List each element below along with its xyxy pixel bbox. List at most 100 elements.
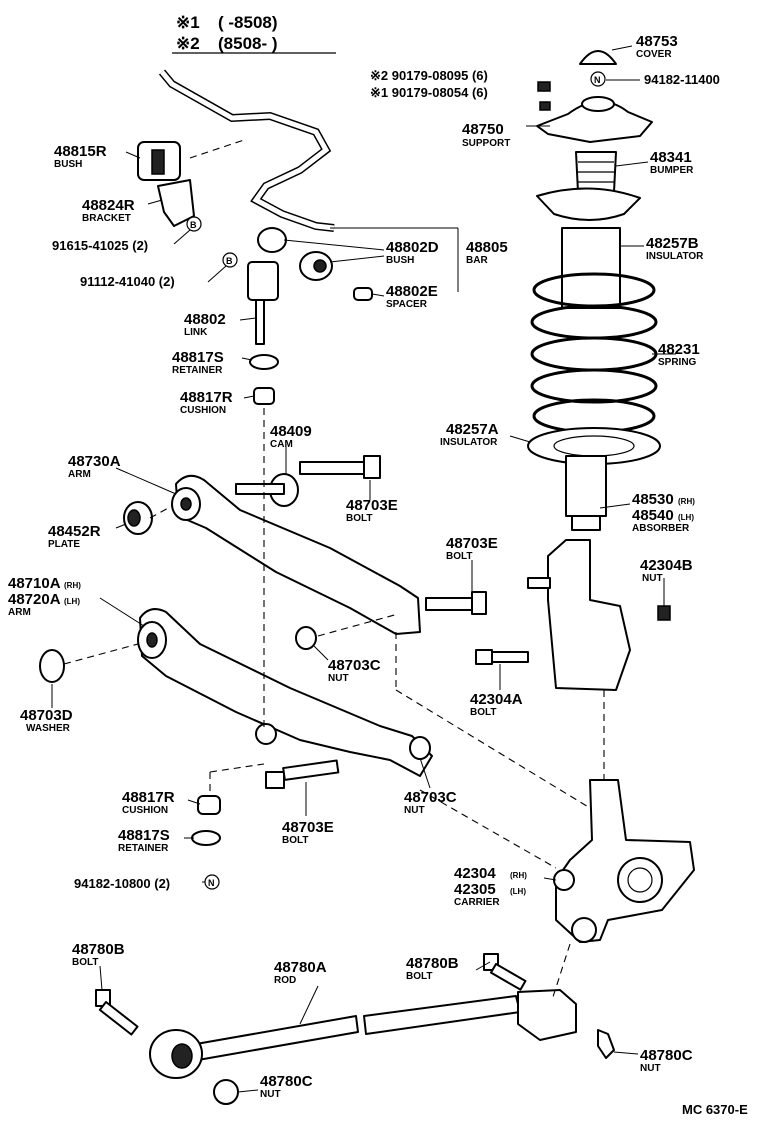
label-cover-name: COVER [636,49,672,60]
label-support-name: SUPPORT [462,138,510,149]
label-nut-48703c-b-name: NUT [404,805,425,816]
label-absorber-name: ABSORBER [632,523,690,534]
ref-94182-11400: 94182-11400 [644,72,720,87]
bolt-48780b-right-shank [489,963,527,991]
label-support-number: 48750 [462,121,504,138]
ref-91615-41025: 91615-41025 (2) [52,238,148,253]
label-carrier-suffix: (RH) [510,871,527,880]
bolt-42304a-shank [491,651,529,663]
label-bolt-48703e-b-name: BOLT [446,551,472,562]
bolt-48703e-a-shank [299,461,367,475]
label-arm-rh-number: 48710A [8,575,61,592]
arm-48730a-shape [175,474,421,635]
label-arm-a-number: 48730A [68,453,121,470]
label-bracket-name: BRACKET [82,213,131,224]
label-bumper-number: 48341 [650,149,692,166]
label-nut-48780c-right-name: NUT [640,1063,661,1074]
label-plate-name: PLATE [48,539,80,550]
cover-shape [579,50,617,65]
retainer-top-shape [249,354,279,370]
label-retainer-bottom-name: RETAINER [118,843,169,854]
label-retainer-top-name: RETAINER [172,365,223,376]
b-symbol-2 [222,252,238,268]
rod-left-segment [195,1015,359,1061]
label-bar-name: BAR [466,255,488,266]
label-arm-lh-suffix: (LH) [64,597,80,606]
dashed-connectors [63,139,605,1001]
label-arm-a-name: ARM [68,469,91,480]
strut-assembly: N [475,50,671,691]
leader-lines [51,45,676,1093]
b-symbol-2-text: B [226,256,233,266]
label-bolt-42304a-number: 42304A [470,691,523,708]
label-bumper-name: BUMPER [650,165,694,176]
cushion-top-shape [253,387,275,405]
label-bolt-48780b-right-number: 48780B [406,955,459,972]
bolt-42304a-head [475,649,493,665]
header-line1-mark: ※1 [176,13,200,32]
label-absorber-number2: 48540 [632,507,674,524]
label-nut-48780c-right-number: 48780C [640,1047,693,1064]
label-cushion-bottom-name: CUSHION [122,805,168,816]
label-bush-48815r-name: BUSH [54,159,82,170]
n-symbol-1-text: N [594,75,601,85]
label-arm-rh-suffix: (RH) [64,581,81,590]
header-legend: ※1 ( -8508) ※2 (8508- ) [172,13,336,54]
carrier-hub [617,857,663,903]
bolt-48703e-a-head [363,455,381,479]
label-absorber-number: 48530 [632,491,674,508]
label-nut-48780c-bottom-name: NUT [260,1089,281,1100]
label-nut-48703c-b-number: 48703C [404,789,457,806]
label-bolt-48703e-c-number: 48703E [282,819,334,836]
nut-42304b-shape [657,605,671,621]
ref-91112-41040: 91112-41040 (2) [80,274,175,289]
insulator-b-shape [561,227,621,309]
label-rod-name: ROD [274,975,296,986]
header-line2-range: (8508- ) [218,34,278,53]
link-stud-shape [255,299,265,345]
label-arm-lh-number: 48720A [8,591,61,608]
label-rod-number: 48780A [274,959,327,976]
label-bar-number: 48805 [466,239,508,256]
label-absorber-suffix: (RH) [678,497,695,506]
spacer-shape [353,287,373,301]
nut-48780c-right-shape [597,1029,615,1059]
label-arm-rh-lh-name: ARM [8,607,31,618]
n-symbol-2-text: N [208,878,215,888]
ref-90179-08054: ※1 90179-08054 (6) [370,85,488,100]
stabilizer-assembly: B B [137,69,373,405]
bolt-48703e-c-head [265,771,285,789]
label-bush-48815r-number: 48815R [54,143,107,160]
label-spring-number: 48231 [658,341,700,358]
bolt-48703e-b-head [471,591,487,615]
label-bush-48802d-name: BUSH [386,255,414,266]
bolt-48703e-b-shank [425,597,477,611]
header-line2-mark: ※2 [176,34,200,53]
label-nut-42304b-name: NUT [642,573,663,584]
label-bolt-48703e-c-name: BOLT [282,835,308,846]
label-bush-48802d-number: 48802D [386,239,439,256]
header-line1-range: ( -8508) [218,13,278,32]
label-bracket-number: 48824R [82,197,135,214]
ref-90179-08095: ※2 90179-08095 (6) [370,68,488,83]
label-bolt-48780b-left-number: 48780B [72,941,125,958]
carrier-assembly [553,779,695,943]
label-nut-48703c-a-name: NUT [328,673,349,684]
label-absorber-suffix2: (LH) [678,513,694,522]
nut-48780c-bottom-shape [213,1079,239,1105]
label-washer-name: WASHER [26,723,71,734]
label-nut-48780c-bottom-number: 48780C [260,1073,313,1090]
label-bolt-42304a-name: BOLT [470,707,496,718]
label-spacer-number: 48802E [386,283,438,300]
ref-94182-10800: 94182-10800 (2) [74,876,170,891]
label-insulator-a-number: 48257A [446,421,499,438]
label-link-name: LINK [184,327,208,338]
label-insulator-b-number: 48257B [646,235,699,252]
upper-arm-assembly [123,455,487,650]
arm-48710a-shape [139,608,433,777]
label-spacer-name: SPACER [386,299,428,310]
rod-right-segment [363,995,521,1035]
support-boss [581,96,615,112]
label-washer-number: 48703D [20,707,73,724]
small-nut-1 [537,81,551,92]
